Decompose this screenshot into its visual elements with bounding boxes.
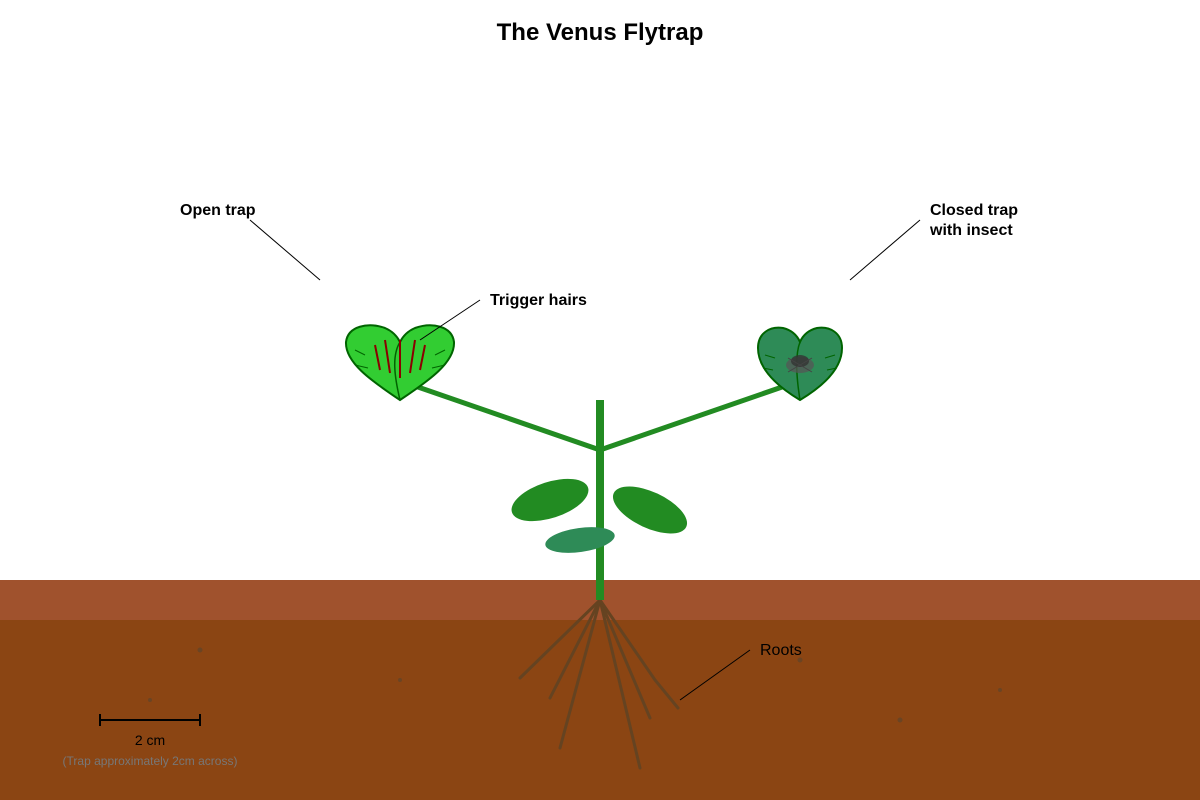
soil-particles	[148, 647, 1002, 723]
callout-closed-trap	[849, 219, 921, 281]
soil	[0, 580, 1200, 800]
callout-roots	[679, 649, 751, 701]
roots	[518, 598, 680, 770]
insect	[786, 355, 814, 373]
left-branch	[412, 383, 603, 453]
leaves	[511, 478, 688, 553]
label-trigger-hairs: Trigger hairs	[490, 292, 587, 309]
scale-bar-note: (Trap approximately 2cm across)	[63, 754, 238, 768]
leaf-lower	[545, 527, 615, 553]
closed-trap	[756, 326, 844, 402]
stem	[412, 383, 788, 600]
scale-bar: 2 cm (Trap approximately 2cm across)	[63, 714, 238, 768]
trap-teeth	[354, 349, 446, 369]
leaf-right	[612, 486, 688, 534]
right-branch	[597, 383, 788, 453]
open-trap	[344, 324, 456, 402]
closed-trap-teeth	[762, 354, 838, 371]
label-roots: Roots	[760, 642, 802, 659]
label-closed-trap-line1: Closed trap	[930, 202, 1018, 219]
callout-trigger-hairs	[419, 299, 481, 341]
label-open-trap: Open trap	[180, 202, 256, 219]
soil-layer	[0, 620, 1200, 800]
callout-lines	[249, 219, 921, 701]
scale-bar-length: 2 cm	[135, 732, 165, 748]
callout-open-trap	[249, 219, 321, 281]
leaf-left	[511, 478, 589, 522]
trigger-hairs	[374, 339, 426, 378]
diagram-title: The Venus Flytrap	[497, 19, 704, 46]
label-closed-trap-line2: with insect	[929, 222, 1013, 239]
